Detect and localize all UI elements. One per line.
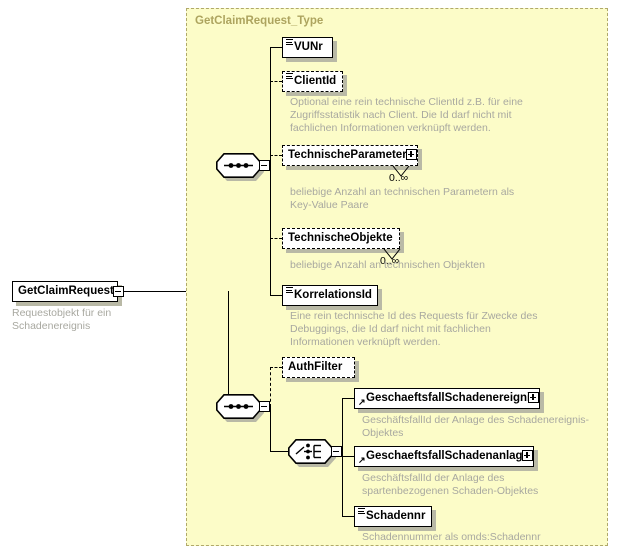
edge-to-geschaeftsfallschadenereignis	[342, 398, 354, 399]
sequence-compositor-icon	[216, 153, 261, 178]
edge-to-authfilter	[270, 367, 282, 368]
minus-box-icon-root[interactable]	[113, 286, 124, 297]
edge-to-vunr	[270, 47, 282, 48]
element-reference-icon: ↗	[358, 397, 366, 407]
plus-box-icon-geschaeftsfallschadenereignis[interactable]	[528, 392, 539, 403]
annotation-clientid: Optional eine rein technische ClientId z…	[290, 96, 523, 134]
annotation-korrelationsid: Eine rein technische Id des Requests für…	[290, 310, 538, 348]
spine-sequence-top-lower	[270, 166, 271, 295]
sequence-compositor-top[interactable]	[216, 153, 264, 181]
element-node-technischeobjekte[interactable]: TechnischeObjekte	[282, 228, 400, 249]
element-node-geschaeftsfallschadenanlage[interactable]: ↗ GeschaeftsfallSchadenanlage	[354, 446, 534, 467]
simple-type-icon	[286, 287, 293, 293]
element-label: GetClaimRequest	[18, 284, 114, 297]
element-label: GeschaeftsfallSchadenereignis	[366, 391, 537, 404]
element-label: AuthFilter	[288, 360, 343, 373]
element-label: Schadennr	[366, 509, 426, 522]
edge-to-geschaeftsfallschadenanlage	[342, 456, 354, 457]
root-annotation: Requestobjekt für ein Schadenereignis	[12, 307, 112, 332]
cardinality-connector	[383, 248, 401, 260]
spine-sequence-top	[270, 47, 271, 166]
simple-type-icon	[286, 73, 293, 79]
element-node-getclaimrequest[interactable]: GetClaimRequest	[12, 281, 118, 302]
annotation-geschaeftsfallschadenereignis: GeschäftsfallId der Anlage des Schadener…	[362, 414, 590, 439]
edge-to-technischeobjekte	[270, 238, 282, 239]
element-label: ClientId	[294, 74, 337, 87]
element-label: VUNr	[294, 40, 323, 53]
element-node-korrelationsid[interactable]: KorrelationsId	[282, 285, 378, 306]
minus-box-icon-sequence-top[interactable]	[259, 160, 270, 171]
element-label: GeschaeftsfallSchadenanlage	[366, 449, 529, 462]
plus-box-icon-geschaeftsfallschadenanlage[interactable]	[522, 450, 533, 461]
element-node-technischeparameter[interactable]: TechnischeParameter	[282, 145, 418, 166]
choice-compositor-icon	[288, 439, 333, 464]
cardinality-connector	[392, 165, 410, 177]
edge-to-schadennr	[342, 516, 354, 517]
edge-to-technischeparameter	[270, 155, 282, 156]
element-node-vunr[interactable]: VUNr	[282, 37, 333, 58]
cardinality-technischeobjekte: 0..∞	[380, 255, 400, 267]
edge-to-clientid	[270, 81, 282, 82]
cardinality-technischeparameter: 0..∞	[389, 172, 409, 184]
spine-type-trunk	[228, 291, 229, 406]
annotation-geschaeftsfallschadenanlage: GeschäftsfallId der Anlage des spartenbe…	[362, 472, 539, 497]
plus-box-icon-technischeparameter[interactable]	[406, 149, 417, 160]
spine-choice	[342, 398, 343, 516]
edge-root-to-sequence	[124, 291, 228, 292]
choice-compositor[interactable]	[288, 439, 336, 467]
element-label: TechnischeObjekte	[288, 231, 393, 244]
element-reference-icon: ↗	[358, 455, 366, 465]
element-label: KorrelationsId	[294, 288, 372, 301]
element-node-clientid[interactable]: ClientId	[282, 71, 343, 92]
annotation-technischeparameter: beliebige Anzahl an technischen Paramete…	[290, 186, 515, 211]
element-label: TechnischeParameter	[288, 148, 407, 161]
edge-sequence-to-choice	[270, 451, 290, 452]
sequence-compositor-bottom[interactable]	[216, 394, 264, 422]
element-node-geschaeftsfallschadenereignis[interactable]: ↗ GeschaeftsfallSchadenereignis	[354, 388, 540, 409]
spine-sequence-bottom-up	[270, 367, 271, 407]
simple-type-icon	[286, 39, 293, 45]
spine-sequence-bottom-down	[270, 406, 271, 451]
element-node-schadennr[interactable]: Schadennr	[354, 506, 432, 527]
edge-to-korrelationsid	[270, 295, 282, 296]
minus-box-icon-choice[interactable]	[331, 446, 342, 457]
minus-box-icon-sequence-bottom[interactable]	[259, 401, 270, 412]
annotation-technischeobjekte: beliebige Anzahl an technischen Objekten	[290, 259, 485, 271]
annotation-schadennr: Schadennummer als omds:Schadennr	[362, 531, 541, 543]
sequence-compositor-icon	[216, 394, 261, 419]
simple-type-icon	[358, 508, 365, 514]
complex-type-title: GetClaimRequest_Type	[195, 15, 324, 27]
element-node-authfilter[interactable]: AuthFilter	[282, 357, 355, 378]
